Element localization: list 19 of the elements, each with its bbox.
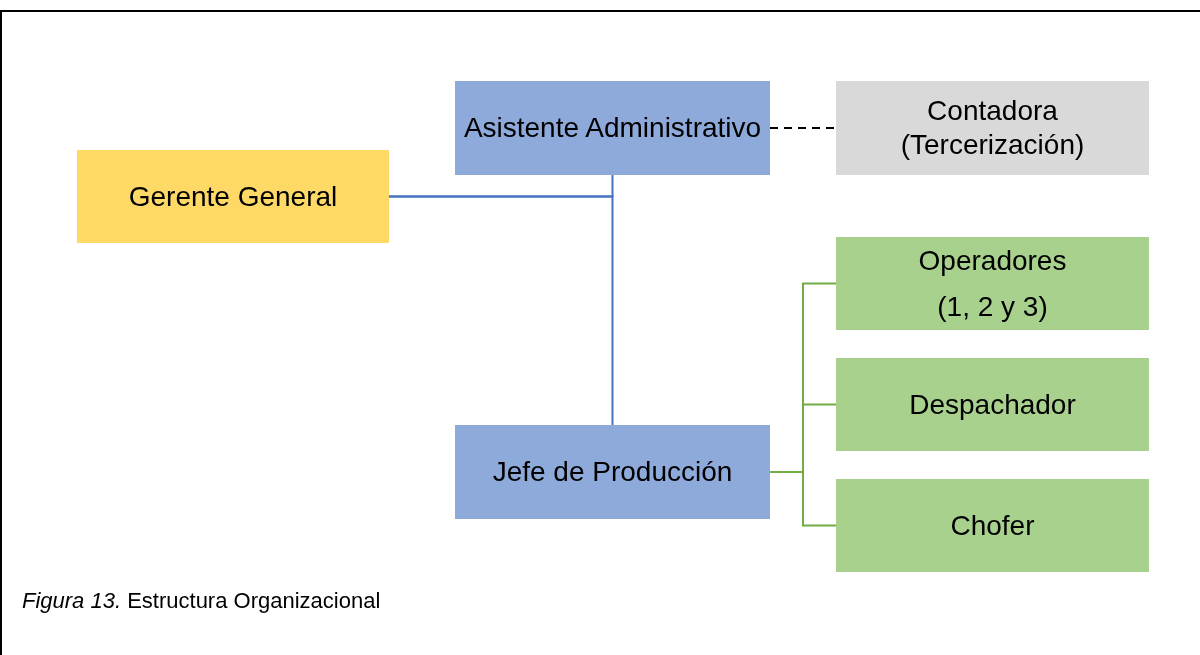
dispatcher-box	[836, 358, 1149, 451]
node-text: Chofer	[950, 508, 1035, 543]
dashed-connector	[769, 127, 837, 129]
assistant-box	[455, 81, 770, 175]
node-text: Despachador	[909, 387, 1076, 422]
node-text: Asistente Administrativo	[463, 111, 762, 145]
manager-box	[77, 150, 389, 243]
figure-caption: Figura 13. Estructura Organizacional	[22, 587, 381, 615]
node-text: (1, 2 y 3)	[937, 289, 1048, 324]
accountant-box	[836, 81, 1149, 175]
production-head-box	[455, 425, 770, 519]
node-text: Operadores	[918, 243, 1067, 278]
node-text: Jefe de Producción	[492, 455, 733, 489]
node-text: Contadora (Tercerización)	[899, 94, 1086, 162]
driver-box	[836, 479, 1149, 572]
connector-line	[769, 471, 837, 527]
operators-box	[836, 237, 1149, 330]
connector-line	[388, 195, 614, 426]
node-text: Gerente General	[128, 179, 338, 214]
